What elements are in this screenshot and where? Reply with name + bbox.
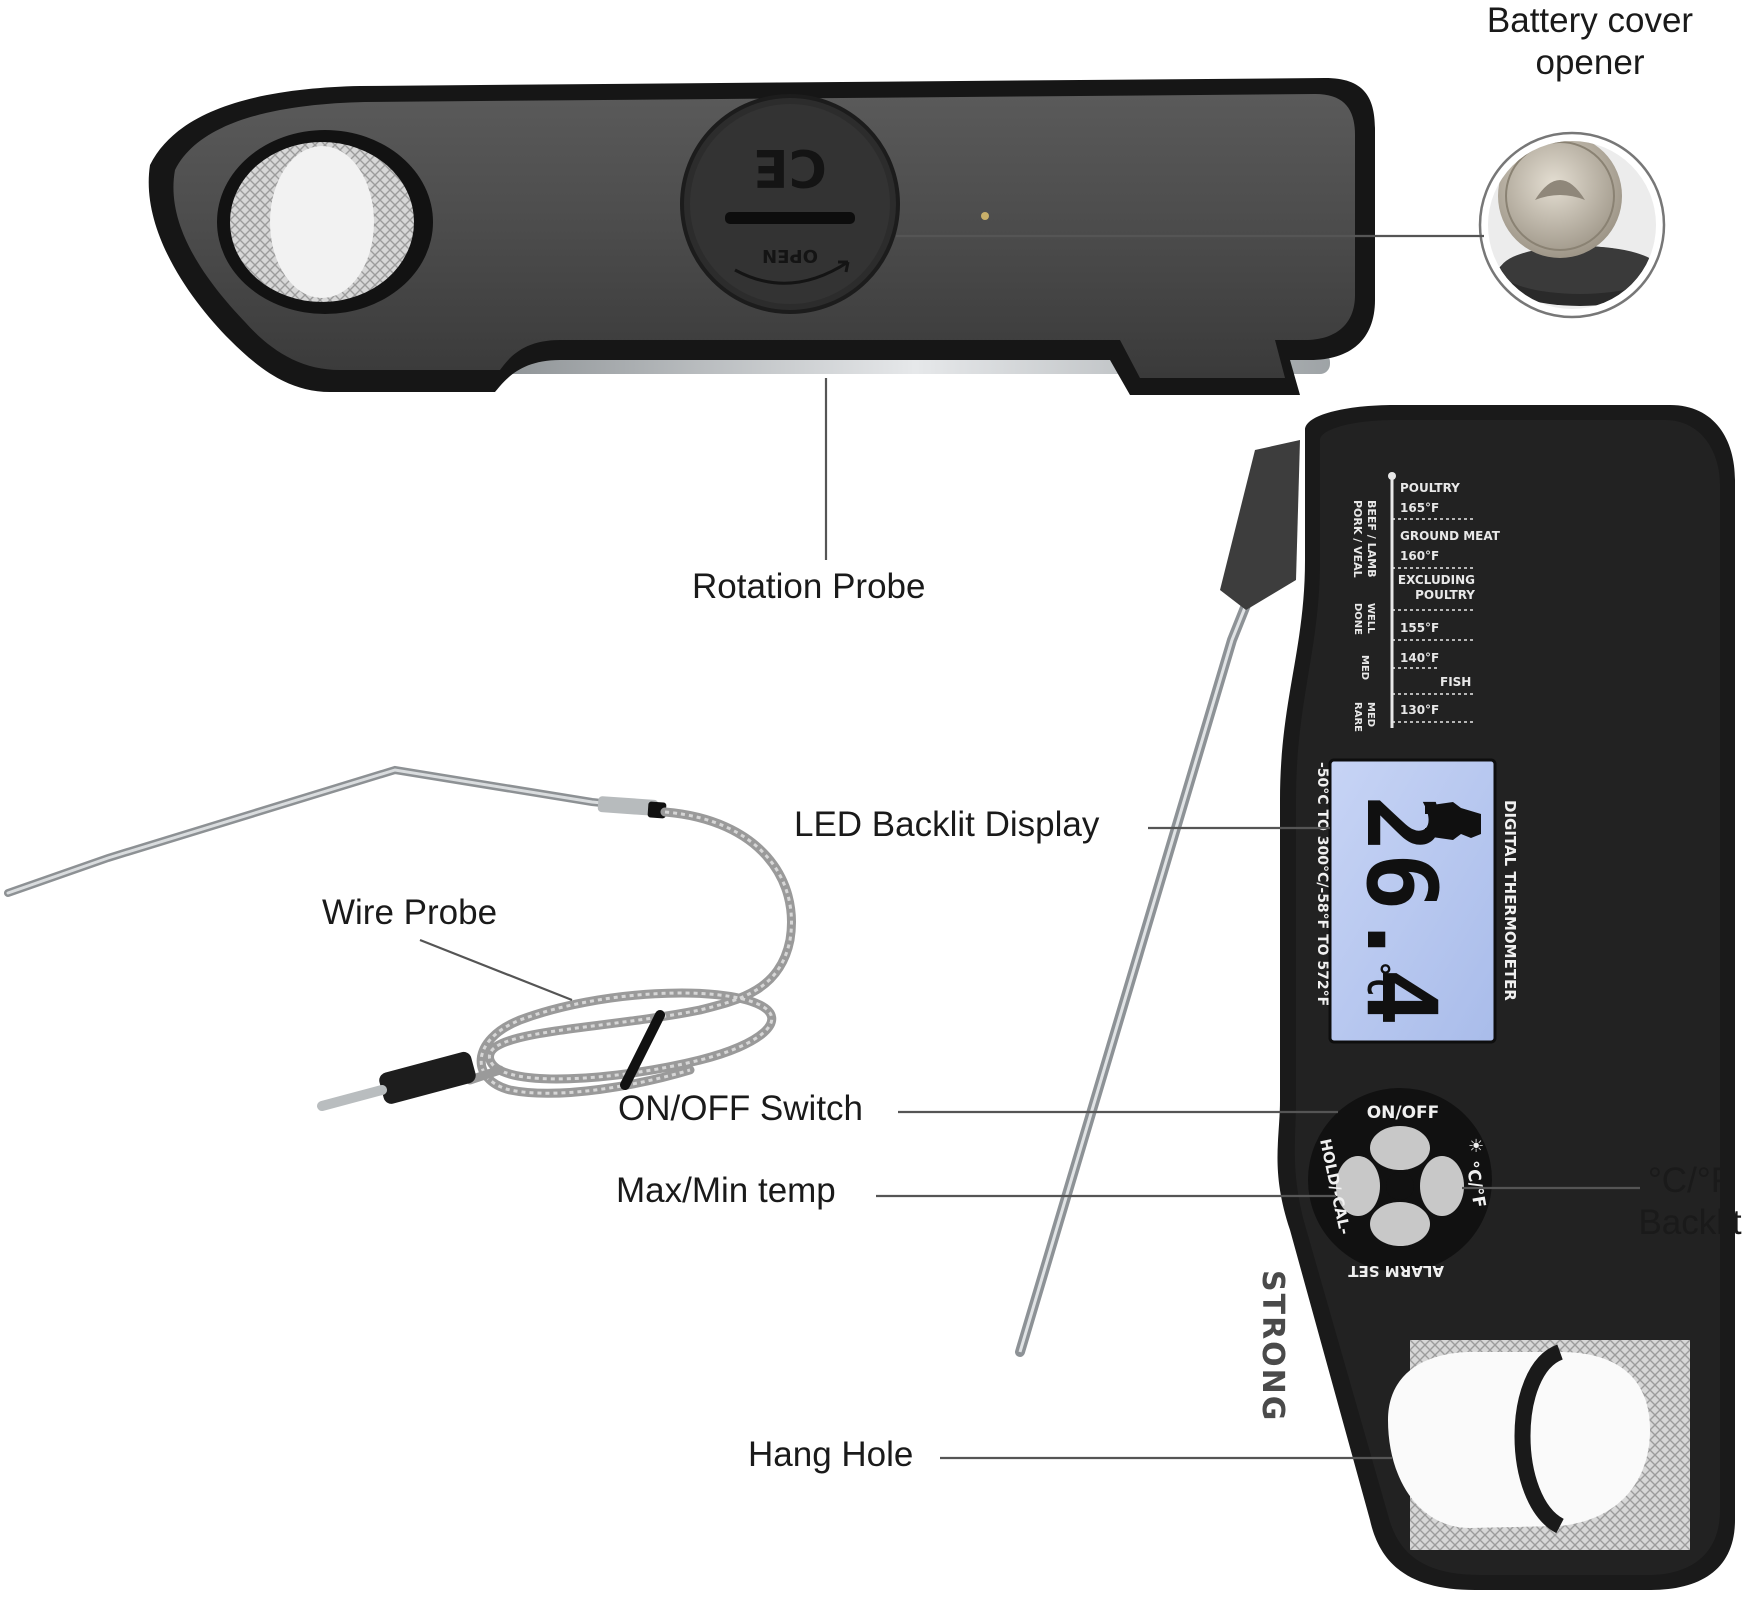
coin-quarter: [1498, 141, 1622, 258]
guide-temp-160: 160°F: [1400, 549, 1439, 563]
guide-side-well: WELL: [1365, 603, 1376, 634]
lcd-unit: °C: [1360, 960, 1395, 996]
callout-cf-line2: Backlit: [1638, 1203, 1742, 1242]
on-off-label: ON/OFF: [1367, 1103, 1440, 1123]
guide-side-done: DONE: [1352, 603, 1363, 635]
guide-label-excluding-poultry: POULTRY: [1415, 588, 1475, 602]
lcd-title: DIGITAL THERMOMETER: [1501, 800, 1519, 1001]
callout-max-min-temp: Max/Min temp: [616, 1171, 836, 1210]
battery-cover-inner: [690, 104, 890, 304]
callout-cf-line1: °C/°F: [1647, 1161, 1733, 1200]
probe-pivot-arm: [1220, 440, 1300, 610]
leader-wire-probe: [419, 938, 573, 1002]
folded-thermometer-back: CE OPEN: [148, 78, 1376, 395]
reset-pinhole: [981, 212, 989, 220]
callout-battery-cover-line1: Battery cover: [1486, 1, 1694, 40]
button-cluster: ON/OFF HOLD/-CAL- °C/°F ☀ ALARM SET: [1308, 1088, 1492, 1280]
jack-plug-grip: [379, 1051, 476, 1104]
callout-cf-backlit: °C/°F Backlit: [1626, 1160, 1754, 1244]
temperature-guide: POULTRY 165°F GROUND MEAT 160°F EXCLUDIN…: [1351, 472, 1501, 732]
thermometer-face: [1294, 420, 1720, 1575]
eagle-icon: [1535, 180, 1585, 200]
callout-battery-cover-opener: Battery cover opener: [1440, 0, 1740, 84]
guide-entry-140: 140°F FISH: [1392, 651, 1475, 695]
guide-entry-130: 130°F: [1392, 703, 1475, 723]
wire-probe-needle: [4, 765, 654, 897]
alarm-set-button[interactable]: [1370, 1202, 1430, 1246]
lcd-range: -50°C TO 300°C/-58°F TO 572°F: [1314, 762, 1330, 1006]
lcd-cow-icon: [1425, 802, 1481, 840]
callout-rotation-probe: Rotation Probe: [692, 567, 926, 606]
backlight-sun-icon: ☀: [1468, 1136, 1484, 1156]
guide-label-ground-meat: GROUND MEAT: [1400, 529, 1501, 543]
open-arrow-icon: [734, 260, 849, 285]
callout-wire-probe: Wire Probe: [322, 893, 498, 932]
battery-cover-opener-inset: [1478, 131, 1666, 319]
callout-battery-cover-line2: opener: [1535, 43, 1645, 82]
open-arrowhead-icon: [838, 260, 850, 273]
guide-label-fish: FISH: [1440, 675, 1471, 689]
guide-side-beef-lamb: BEEF / LAMB: [1365, 500, 1378, 577]
wire-probe: [4, 765, 796, 1111]
guide-temp-140: 140°F: [1400, 651, 1439, 665]
braided-wire: [476, 807, 796, 1098]
guide-temp-130: 130°F: [1400, 703, 1439, 717]
ce-mark: CE: [753, 137, 827, 197]
guide-temp-155: 155°F: [1400, 621, 1439, 635]
guide-side-med: MED: [1359, 655, 1370, 680]
alarm-set-label: ALARM SET: [1347, 1262, 1444, 1280]
wire-tie: [620, 1010, 665, 1090]
open-label: OPEN: [762, 245, 818, 266]
brand-logo: STRONG: [1255, 1270, 1290, 1422]
guide-temp-165: 165°F: [1400, 501, 1439, 515]
opener-gap: [270, 146, 374, 298]
guide-entry-poultry: POULTRY 165°F: [1392, 481, 1475, 520]
guide-side-med-rare-2: RARE: [1352, 702, 1363, 732]
coin-slot[interactable]: [725, 212, 855, 224]
cf-backlight-button[interactable]: [1420, 1156, 1464, 1216]
guide-side-med-rare-1: MED: [1365, 702, 1376, 727]
guide-entry-excluding-poultry: EXCLUDING POULTRY: [1392, 573, 1475, 611]
callout-hang-hole: Hang Hole: [748, 1435, 914, 1474]
guide-entry-155: 155°F: [1392, 621, 1475, 641]
guide-label-poultry: POULTRY: [1400, 481, 1460, 495]
thermometer-front: POULTRY 165°F GROUND MEAT 160°F EXCLUDIN…: [1015, 405, 1735, 1590]
guide-entry-ground-meat: GROUND MEAT 160°F: [1392, 529, 1501, 569]
callout-led-backlit-display: LED Backlit Display: [794, 805, 1100, 844]
on-off-button[interactable]: [1370, 1126, 1430, 1170]
hold-cal-button[interactable]: [1336, 1156, 1380, 1216]
lcd-display: 26.4 °C: [1328, 758, 1497, 1044]
guide-label-excluding: EXCLUDING: [1398, 573, 1475, 587]
hang-hole[interactable]: [1388, 1340, 1690, 1550]
jack-plug-pin: [317, 1085, 387, 1111]
callout-on-off-switch: ON/OFF Switch: [618, 1089, 864, 1128]
leader-lines: [419, 234, 1640, 1460]
guide-side-pork-veal: PORK / VEAL: [1351, 500, 1364, 578]
